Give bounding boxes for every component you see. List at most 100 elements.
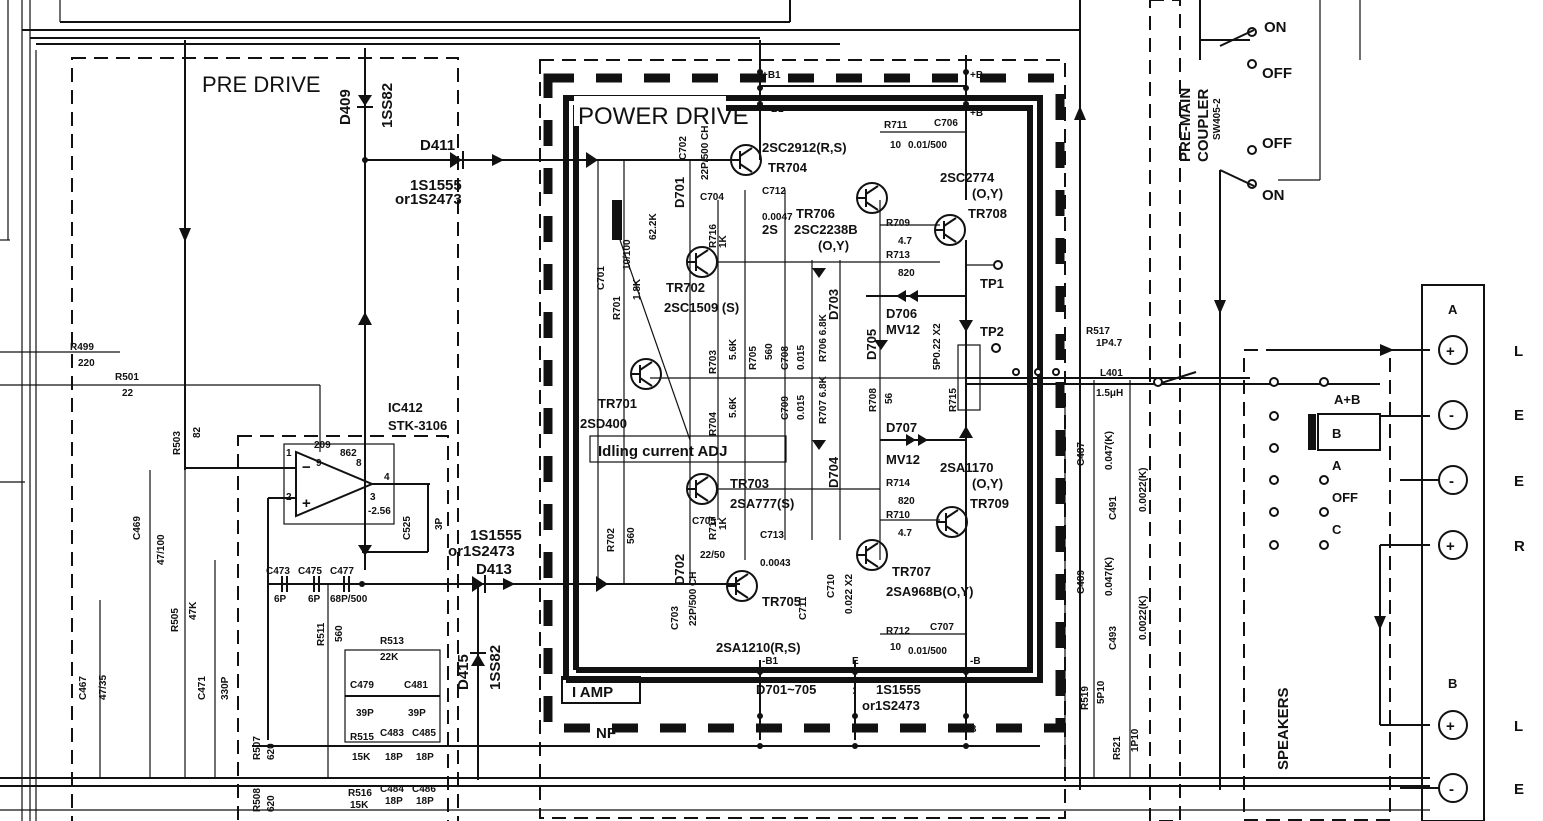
svg-text:2SA1170: 2SA1170 bbox=[940, 460, 994, 475]
tr704 bbox=[730, 144, 762, 176]
svg-text:C: C bbox=[1332, 522, 1342, 537]
svg-text:2SC1509 (S): 2SC1509 (S) bbox=[664, 300, 739, 315]
svg-text:R513: R513 bbox=[380, 636, 404, 647]
svg-text:R707 6.8K: R707 6.8K bbox=[818, 375, 829, 424]
svg-text:2SA968B(O,Y): 2SA968B(O,Y) bbox=[886, 584, 973, 599]
svg-text:+B: +B bbox=[970, 70, 983, 81]
svg-text:or1S2473: or1S2473 bbox=[862, 698, 920, 713]
tp1-label: TP1 bbox=[980, 276, 1004, 291]
idling-label: Idling current ADJ bbox=[598, 443, 727, 460]
svg-text:R499: R499 bbox=[70, 342, 94, 353]
ic412-part: STK-3106 bbox=[388, 418, 447, 433]
svg-text:TR702: TR702 bbox=[666, 280, 705, 295]
svg-text:10: 10 bbox=[890, 642, 902, 653]
svg-text:22K: 22K bbox=[380, 652, 399, 663]
svg-text:R704: R704 bbox=[708, 412, 719, 436]
svg-text:18P: 18P bbox=[385, 796, 403, 807]
svg-text:C703: C703 bbox=[670, 606, 681, 630]
svg-text:1K: 1K bbox=[718, 516, 729, 530]
svg-text:R501: R501 bbox=[115, 372, 139, 383]
svg-text:R710: R710 bbox=[886, 510, 910, 521]
tr703 bbox=[686, 473, 718, 505]
svg-text:560: 560 bbox=[334, 625, 345, 642]
frame-lines bbox=[0, 0, 1430, 821]
svg-text:R: R bbox=[1514, 538, 1525, 555]
svg-text:TR705: TR705 bbox=[762, 594, 801, 609]
svg-text:D706: D706 bbox=[886, 306, 917, 321]
svg-text:E: E bbox=[1514, 781, 1524, 798]
pre-drive-title: PRE DRIVE bbox=[202, 72, 321, 97]
svg-text:(O,Y): (O,Y) bbox=[972, 186, 1003, 201]
d411-label: D411 bbox=[420, 137, 455, 154]
svg-text:C709: C709 bbox=[780, 396, 791, 420]
d413-label: D413 bbox=[476, 561, 512, 578]
svg-text:+B: +B bbox=[970, 108, 983, 119]
svg-text:C486: C486 bbox=[412, 784, 436, 795]
d411-part1: 1S1555 bbox=[410, 177, 462, 194]
svg-text:-: - bbox=[1449, 473, 1454, 490]
d411-diode: D411 1S1555 or1S2473 bbox=[362, 137, 545, 208]
tp2-label: TP2 bbox=[980, 324, 1004, 339]
svg-text:R706 6.8K: R706 6.8K bbox=[818, 313, 829, 362]
svg-text:330P: 330P bbox=[220, 676, 231, 700]
svg-text:6P: 6P bbox=[274, 594, 287, 605]
svg-text:TR704: TR704 bbox=[768, 160, 808, 175]
svg-text:D701: D701 bbox=[672, 177, 687, 208]
svg-text:6P: 6P bbox=[308, 594, 321, 605]
terminal-channel: L bbox=[1514, 343, 1523, 360]
svg-text:C479: C479 bbox=[350, 680, 374, 691]
pre-drive-block: PRE DRIVE bbox=[71, 57, 459, 821]
svg-text:5P0.22 X2: 5P0.22 X2 bbox=[932, 323, 943, 370]
svg-text:2: 2 bbox=[286, 492, 292, 503]
svg-text:R701: R701 bbox=[612, 296, 623, 320]
svg-text:620: 620 bbox=[266, 795, 277, 812]
svg-text:+B1: +B1 bbox=[765, 104, 784, 115]
d415-label: D415 bbox=[455, 654, 472, 690]
supply-rails: +B1 +B1 +B +B -B1 -B1 E E -B -B bbox=[757, 40, 983, 749]
svg-text:2S: 2S bbox=[762, 222, 778, 237]
svg-text:A: A bbox=[1332, 458, 1342, 473]
svg-text:R715: R715 bbox=[948, 388, 959, 412]
svg-text:R716: R716 bbox=[708, 224, 719, 248]
svg-text:62.2K: 62.2K bbox=[648, 213, 659, 240]
power-drive-title: POWER DRIVE bbox=[578, 103, 749, 130]
svg-text:R705: R705 bbox=[748, 346, 759, 370]
svg-text:820: 820 bbox=[898, 268, 915, 279]
svg-text:-B: -B bbox=[966, 724, 977, 735]
svg-text:C481: C481 bbox=[404, 680, 428, 691]
d411-part2: or1S2473 bbox=[395, 191, 462, 208]
svg-text:0.0022(K): 0.0022(K) bbox=[1138, 596, 1149, 640]
svg-text:(O,Y): (O,Y) bbox=[972, 476, 1003, 491]
d415-diode: D415 1SS82 bbox=[455, 584, 504, 780]
svg-text:C705: C705 bbox=[692, 516, 716, 527]
svg-text:+: + bbox=[1446, 718, 1455, 735]
svg-text:R709: R709 bbox=[886, 218, 910, 229]
svg-text:8: 8 bbox=[356, 458, 362, 469]
svg-text:0.01/500: 0.01/500 bbox=[908, 646, 947, 657]
terminal-group-b: B bbox=[1448, 676, 1457, 691]
svg-text:C487: C487 bbox=[1076, 442, 1087, 466]
svg-text:C701: C701 bbox=[596, 266, 607, 290]
svg-text:2SC2912(R,S): 2SC2912(R,S) bbox=[762, 140, 847, 155]
svg-text:9: 9 bbox=[316, 458, 322, 469]
svg-text:R519: R519 bbox=[1080, 686, 1091, 710]
tr705 bbox=[726, 570, 758, 602]
ic412-name: IC412 bbox=[388, 400, 423, 415]
svg-text:68P/500: 68P/500 bbox=[330, 594, 368, 605]
svg-text:4.7: 4.7 bbox=[898, 528, 912, 539]
svg-text:4: 4 bbox=[384, 472, 390, 483]
svg-text:22: 22 bbox=[122, 388, 134, 399]
test-points: TP1 TP2 bbox=[966, 260, 1004, 353]
svg-text:2SC2774: 2SC2774 bbox=[940, 170, 995, 185]
svg-text:C710: C710 bbox=[826, 574, 837, 598]
tr706 bbox=[856, 182, 888, 214]
tr708 bbox=[934, 214, 966, 246]
coupler-title-1: PRE-MAIN bbox=[1177, 88, 1194, 162]
svg-text:C493: C493 bbox=[1108, 626, 1119, 650]
svg-text:C713: C713 bbox=[760, 530, 784, 541]
svg-text:R511: R511 bbox=[316, 622, 327, 646]
svg-text:2SD400: 2SD400 bbox=[580, 416, 627, 431]
transistors: 2SC2912(R,S) TR704 TR706 2SC2238B (O,Y) … bbox=[580, 140, 1009, 655]
coupler-off-2: OFF bbox=[1262, 135, 1292, 152]
